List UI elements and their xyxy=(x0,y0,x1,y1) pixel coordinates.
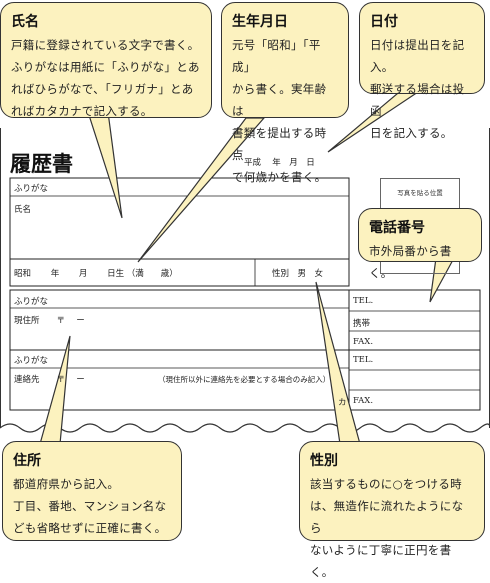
furigana-label: ふりがな xyxy=(14,184,49,194)
date-callout: 日付 日付は提出日を記入。 郵送する場合は投函 日を記入する。 xyxy=(359,2,485,140)
gender-callout-body: 該当するものに○をつける時 は、無造作に流れたようになら ないように丁寧に正円を… xyxy=(310,477,464,579)
furigana-contact: ふりがな xyxy=(14,356,49,366)
phone-callout-title: 電話番号 xyxy=(369,220,425,236)
tel-label-1: TEL. xyxy=(353,296,374,306)
furigana-address: ふりがな xyxy=(14,297,49,307)
contact-label: 連絡先 〒 ー xyxy=(14,375,85,385)
wavy-edge xyxy=(0,423,490,433)
birth-callout: 生年月日 元号「昭和」「平成」 から書く。実年齢は 書類を提出する時点 で何歳か… xyxy=(221,2,349,184)
photo-label: 写真を貼る位置 xyxy=(397,189,443,197)
name-callout-tail xyxy=(87,111,123,219)
fax-label-2: FAX. xyxy=(353,396,374,406)
mobile-label: 携帯 xyxy=(353,319,371,329)
date-line: 平成 年 月 日 xyxy=(244,158,315,168)
contact-kana: カ xyxy=(338,398,347,408)
address-callout: 住所 都道府県から記入。 丁目、番地、マンション名な ども省略せずに正確に書く。 xyxy=(2,441,182,541)
address-callout-title: 住所 xyxy=(13,453,41,469)
name-callout-body: 戸籍に登録されている文字で書く。 ふりがなは用紙に「ふりがな」とあ ればひらがな… xyxy=(11,38,200,118)
birth-callout-title: 生年月日 xyxy=(232,14,288,30)
fax-label-1: FAX. xyxy=(353,337,374,347)
name-table xyxy=(9,177,350,287)
birth-callout-tail xyxy=(137,117,266,263)
form-title: 履歴書 xyxy=(10,151,73,176)
date-callout-body: 日付は提出日を記入。 郵送する場合は投函 日を記入する。 xyxy=(370,38,465,140)
phone-callout-body: 市外局番から書く。 xyxy=(369,244,452,280)
address-callout-tail xyxy=(39,335,71,445)
birth-callout-body: 元号「昭和」「平成」 から書く。実年齢は 書類を提出する時点 で何歳かを書く。 xyxy=(232,38,327,184)
name-callout-title: 氏名 xyxy=(11,14,39,30)
contact-note: （現住所以外に連絡先を必要とする場合のみ記入） xyxy=(158,375,331,384)
gender-callout-title: 性別 xyxy=(310,453,338,469)
address-callout-body: 都道府県から記入。 丁目、番地、マンション名な ども省略せずに正確に書く。 xyxy=(13,477,167,535)
gender-callout: 性別 該当するものに○をつける時 は、無造作に流れたようになら ないように丁寧に… xyxy=(299,441,485,579)
birth-line: 昭和 年 月 日生 （満 歳） xyxy=(14,269,178,279)
gender-line: 性別 男 女 xyxy=(272,269,324,279)
name-label: 氏名 xyxy=(14,205,32,215)
tel-label-2: TEL. xyxy=(353,355,374,365)
phone-callout: 電話番号 市外局番から書く。 xyxy=(358,208,482,280)
name-callout: 氏名 戸籍に登録されている文字で書く。 ふりがなは用紙に「ふりがな」とあ ればひ… xyxy=(0,2,212,118)
date-callout-title: 日付 xyxy=(370,14,398,30)
address-label: 現住所 〒 ー xyxy=(14,316,85,326)
